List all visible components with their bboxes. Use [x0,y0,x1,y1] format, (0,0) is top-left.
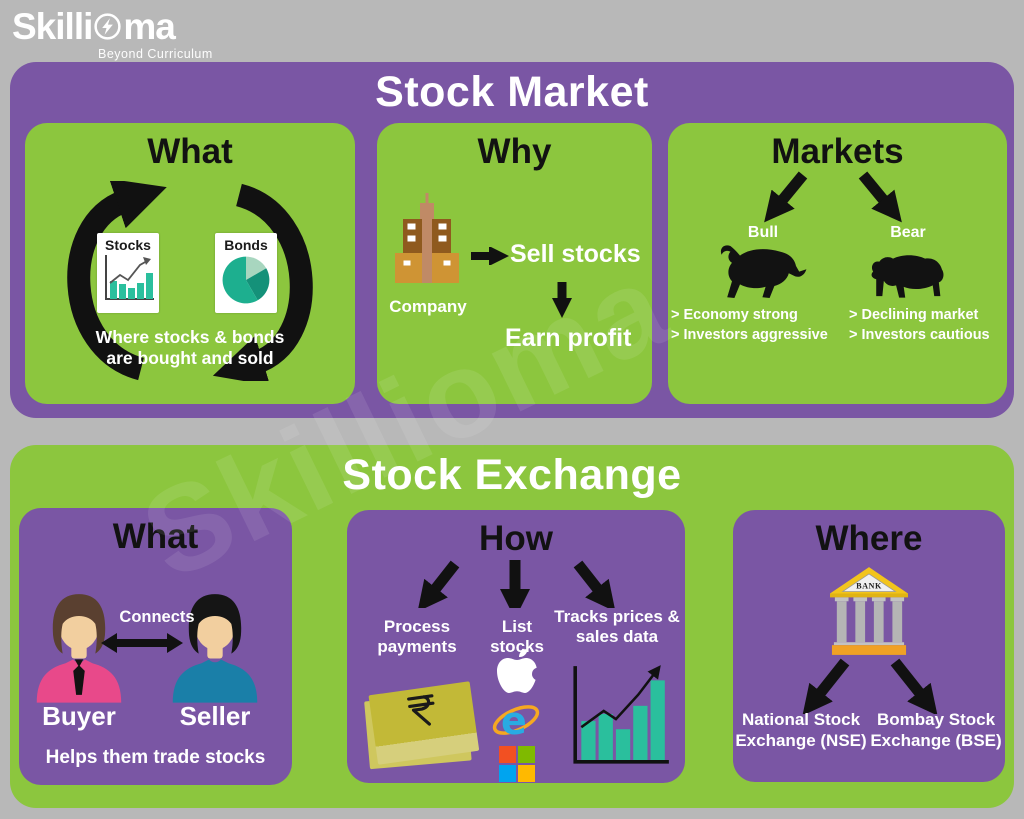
bear-point-2: > Investors cautious [849,327,990,344]
internet-explorer-icon: e [492,699,540,743]
cycle-arrows-icon [67,181,313,381]
buyer-label: Buyer [42,701,116,731]
stock-market-what-card: What Stocks Bonds [25,123,355,404]
earn-profit-label: Earn profit [505,324,632,352]
exchange-what-caption: Helps them trade stocks [45,747,266,768]
bull-icon [720,245,807,298]
nse-label: National Stock Exchange (NSE) [735,710,867,750]
apple-logo-icon [497,649,539,693]
brand-name: Skilli ma [12,4,213,50]
company-building-icon [395,193,459,283]
stock-exchange-title: Stock Exchange [342,451,682,499]
process-payments-label: Process payments [377,617,457,657]
split-arrows-icon [764,171,902,223]
what-card-caption: Where stocks & bonds are bought and sold [95,327,285,368]
bull-point-2: > Investors aggressive [671,327,828,344]
bonds-label: Bonds [224,237,268,253]
list-stocks-label: List stocks [490,617,544,657]
bear-icon [871,255,944,298]
where-card-title: Where [815,519,923,558]
bank-text: BANK [856,582,882,591]
bull-point-1: > Economy strong [671,307,798,323]
seller-label: Seller [179,701,251,731]
stock-market-title: Stock Market [375,68,649,116]
rupee-symbol-icon [407,694,435,726]
double-arrow-icon [101,633,183,653]
stocks-mini-card: Stocks [97,233,159,313]
seller-avatar [172,594,258,703]
stock-market-markets-card: Markets Bull Bear > Economy strong > Inv… [668,123,1007,404]
buyer-avatar [36,594,122,703]
bull-label: Bull [747,224,779,241]
three-arrows-icon [417,560,616,608]
bank-split-arrows-icon [802,658,938,714]
stock-exchange-what-card: What Connects Buyer Seller Helps th [19,508,292,785]
bear-points: > Declining market > Investors cautious [849,305,990,346]
svg-text:e: e [501,699,527,743]
bolt-circle-icon [93,8,122,50]
arrow-down-icon [552,282,572,318]
exchange-what-title: What [112,517,199,556]
markets-card-title: Markets [771,132,904,171]
stock-market-panel: Stock Market What Stocks [10,62,1014,418]
ms-red-square [499,746,516,763]
brand-text-prefix: Skilli [12,6,93,47]
brand-logo: Skilli ma Beyond Curriculum [12,4,213,61]
price-chart-icon [573,665,669,764]
bonds-pie-chart-icon [222,256,270,304]
bse-label: Bombay Stock Exchange (BSE) [870,710,1002,750]
microsoft-logo-icon [499,746,535,782]
bonds-mini-card: Bonds [215,233,277,313]
stock-exchange-panel: Stock Exchange What Connects B [10,445,1014,808]
ms-green-square [518,746,535,763]
sell-stocks-label: Sell stocks [510,240,641,268]
stock-exchange-how-card: How Process payments List stocks Tracks … [347,510,685,783]
how-card-title: How [479,519,553,558]
stock-market-why-card: Why Company Sell stocks [377,123,652,404]
bear-label: Bear [890,224,926,241]
brand-tagline: Beyond Curriculum [98,47,213,61]
connects-label: Connects [119,608,195,626]
stocks-label: Stocks [105,237,151,253]
ms-blue-square [499,765,516,782]
bank-building-icon: BANK [830,567,908,655]
bear-point-1: > Declining market [849,307,979,323]
rupee-note-icon [364,681,480,770]
company-label: Company [389,297,467,316]
brand-text-suffix: ma [123,6,175,47]
arrow-right-icon [471,247,509,265]
bull-points: > Economy strong > Investors aggressive [671,305,828,346]
what-card-title: What [147,132,233,171]
tracks-prices-label: Tracks prices & sales data [554,607,680,647]
stocks-bar-chart-icon [105,255,154,300]
stock-exchange-where-card: Where BANK National Stock Exchange (NSE)… [733,510,1005,782]
ms-yellow-square [518,765,535,782]
why-card-title: Why [477,132,552,171]
